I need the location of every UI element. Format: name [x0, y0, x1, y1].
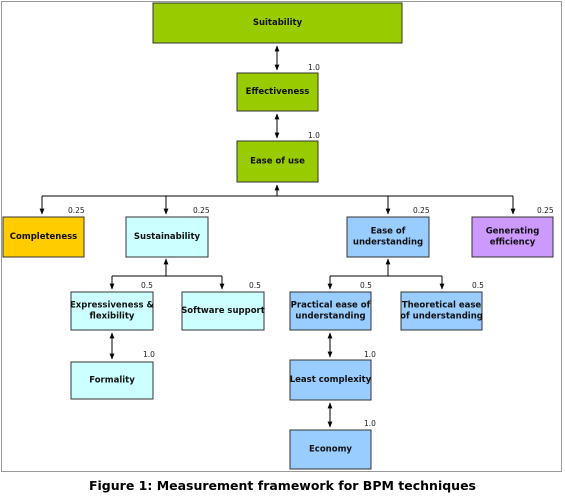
node-completeness: Completeness 0.25 — [2, 206, 85, 258]
node-theoretical-ease-label: Theoretical ease — [402, 301, 482, 311]
node-suitability-box — [152, 2, 403, 44]
node-economy-box — [289, 429, 372, 470]
node-generating-efficiency-label: Generating — [486, 227, 540, 237]
node-sustainability-label: Sustainability — [134, 232, 201, 242]
node-economy-weight: 1.0 — [364, 419, 376, 428]
node-expressiveness-label: flexibility — [90, 312, 135, 322]
node-practical-ease-box — [289, 291, 372, 331]
node-ease-of-understanding-box — [346, 216, 430, 258]
node-ease-of-use-box — [236, 140, 319, 183]
node-practical-ease-weight: 0.5 — [360, 281, 372, 290]
node-formality-weight: 1.0 — [143, 350, 155, 359]
node-formality: Formality 1.0 — [70, 350, 155, 400]
node-effectiveness-label: Effectiveness — [246, 87, 310, 97]
node-completeness-box — [2, 216, 85, 258]
node-completeness-weight: 0.25 — [68, 206, 85, 215]
node-theoretical-ease-weight: 0.5 — [472, 281, 484, 290]
node-suitability: Suitability — [152, 2, 403, 44]
diagram-frame — [1, 1, 562, 472]
node-effectiveness-weight: 1.0 — [308, 63, 320, 72]
node-effectiveness: Effectiveness 1.0 — [236, 63, 320, 112]
node-least-complexity-weight: 1.0 — [364, 350, 376, 359]
node-generating-efficiency-label: efficiency — [490, 238, 536, 248]
node-effectiveness-box — [236, 72, 319, 112]
node-ease-of-use-weight: 1.0 — [308, 131, 320, 140]
node-ease-of-understanding-weight: 0.25 — [413, 206, 430, 215]
node-formality-label: Formality — [89, 376, 135, 386]
figure-caption: Figure 1: Measurement framework for BPM … — [88, 478, 476, 493]
node-generating-efficiency-weight: 0.25 — [537, 206, 554, 215]
node-theoretical-ease-box — [400, 291, 483, 331]
node-practical-ease-label: understanding — [295, 312, 365, 322]
node-sustainability-weight: 0.25 — [193, 206, 210, 215]
node-software-support-label: Software support — [181, 306, 265, 316]
connector-lines — [39, 45, 516, 428]
node-expressiveness-box — [70, 291, 154, 331]
node-software-support: Software support 0.5 — [181, 281, 265, 331]
node-least-complexity-box — [289, 359, 372, 401]
node-ease-of-use-label: Ease of use — [250, 157, 305, 167]
node-sustainability: Sustainability 0.25 — [125, 206, 210, 258]
node-completeness-label: Completeness — [10, 232, 77, 242]
node-economy: Economy 1.0 — [289, 419, 376, 470]
node-practical-ease-label: Practical ease of — [291, 301, 371, 311]
node-expressiveness: Expressiveness &flexibility 0.5 — [70, 281, 155, 331]
node-least-complexity-label: Least complexity — [290, 375, 372, 385]
node-suitability-label: Suitability — [253, 18, 303, 28]
node-ease-of-understanding-label: Ease of — [371, 227, 406, 237]
node-sustainability-box — [125, 216, 209, 258]
node-expressiveness-label: Expressiveness & — [70, 301, 155, 311]
node-ease-of-use: Ease of use 1.0 — [236, 131, 320, 183]
node-ease-of-understanding-label: understanding — [353, 238, 423, 248]
node-formality-box — [70, 361, 154, 400]
node-generating-efficiency-box — [471, 216, 554, 258]
node-software-support-box — [181, 291, 265, 331]
node-software-support-weight: 0.5 — [249, 281, 261, 290]
node-economy-label: Economy — [309, 445, 352, 455]
node-theoretical-ease-label: of understanding — [400, 312, 483, 322]
node-least-complexity: Least complexity 1.0 — [289, 350, 376, 401]
node-expressiveness-weight: 0.5 — [141, 281, 153, 290]
